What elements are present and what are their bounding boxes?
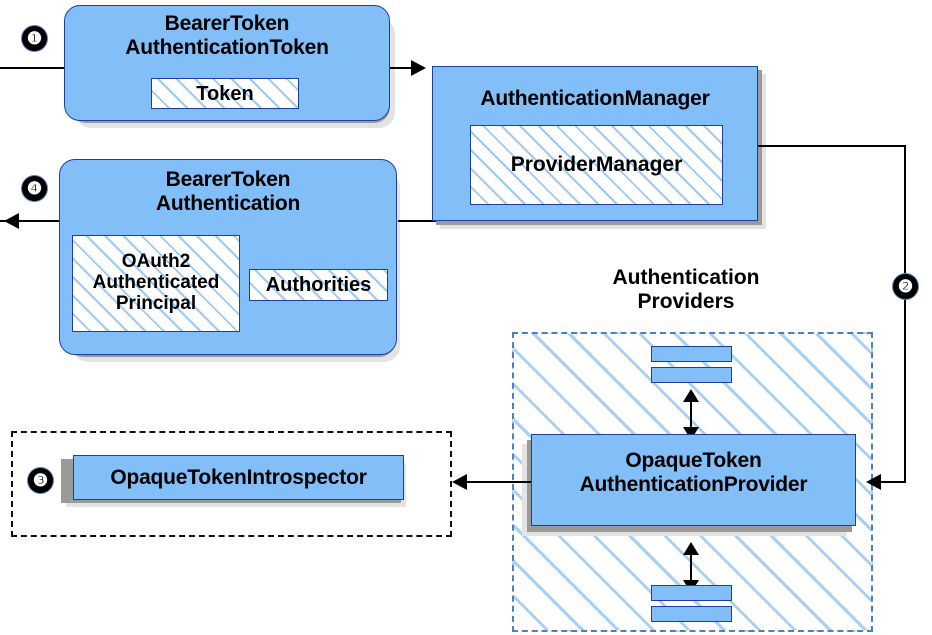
node-bearer-token-authentication-token-line2: AuthenticationToken <box>125 35 329 59</box>
node-opaque-token-authentication-provider-line2: AuthenticationProvider <box>579 472 808 496</box>
inner-box-principal-line1: OAuth2 <box>121 251 191 273</box>
provider-stack-bar-bottom-2 <box>651 606 732 622</box>
connector-provider-top-double-arrow <box>690 395 692 435</box>
node-opaque-token-introspector[interactable]: OpaqueTokenIntrospector <box>73 455 404 500</box>
connector-provider-to-introspector <box>466 481 532 483</box>
node-authentication-manager-title: AuthenticationManager <box>480 87 710 110</box>
connector-response-out <box>0 220 64 222</box>
inner-box-principal-line2: Authenticated <box>92 272 220 294</box>
group-opaque-token-introspector <box>11 431 452 537</box>
step-marker-4: ❹ <box>22 176 47 201</box>
provider-stack-bar-top-1 <box>651 346 732 362</box>
arrowhead-provider-bottom-up <box>683 542 699 555</box>
connector-provider-bottom-double-arrow <box>690 548 692 588</box>
connector-request-in <box>0 67 66 69</box>
step-marker-3: ❸ <box>28 468 53 493</box>
step-marker-2: ❷ <box>893 274 918 299</box>
inner-box-oauth2-authenticated-principal[interactable]: OAuth2 Authenticated Principal <box>72 235 240 332</box>
provider-stack-bar-top-2 <box>651 367 732 383</box>
inner-box-provider-manager[interactable]: ProviderManager <box>470 125 723 205</box>
node-opaque-token-authentication-provider[interactable]: OpaqueToken AuthenticationProvider <box>531 434 856 526</box>
caption-authentication-providers: Authentication Providers <box>566 266 806 314</box>
node-opaque-token-introspector-title: OpaqueTokenIntrospector <box>110 466 367 489</box>
step-marker-1: ❶ <box>22 26 47 51</box>
node-bearer-token-authentication-token-line1: BearerToken <box>164 12 290 35</box>
connector-manager-to-bearer-authentication <box>398 220 436 222</box>
inner-box-authorities[interactable]: Authorities <box>249 269 388 301</box>
caption-authentication-providers-line2: Providers <box>637 290 735 314</box>
connector-token-to-manager <box>390 67 423 69</box>
arrowhead-provider-top-up <box>683 389 699 402</box>
inner-box-principal-line3: Principal <box>115 292 197 314</box>
arrowhead-step2-into-provider <box>866 474 881 490</box>
inner-box-authorities-label: Authorities <box>265 274 372 296</box>
provider-stack-bar-bottom-1 <box>651 585 732 601</box>
inner-box-token[interactable]: Token <box>151 78 299 109</box>
inner-box-provider-manager-label: ProviderManager <box>510 153 683 177</box>
node-bearer-token-authentication-line1: BearerToken <box>165 168 291 191</box>
node-opaque-token-authentication-provider-line1: OpaqueToken <box>625 449 762 472</box>
caption-authentication-providers-line1: Authentication <box>612 266 760 289</box>
node-bearer-token-authentication-line2: Authentication <box>155 191 301 215</box>
connector-step2-top <box>758 145 906 147</box>
connector-step2-right <box>904 145 906 482</box>
connector-step2-bottom <box>880 481 906 483</box>
inner-box-token-label: Token <box>196 82 254 105</box>
arrowhead-response-out <box>4 213 19 229</box>
arrowhead-provider-to-introspector <box>452 474 467 490</box>
arrowhead-token-to-manager <box>411 60 426 76</box>
